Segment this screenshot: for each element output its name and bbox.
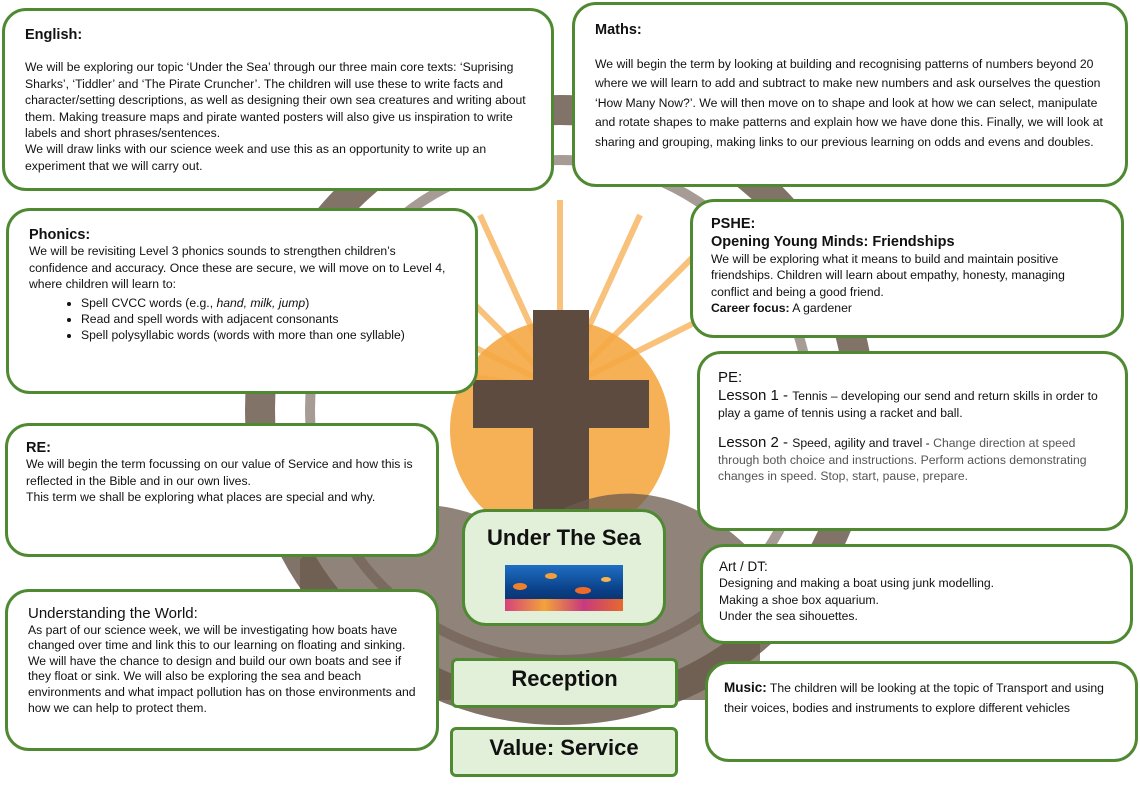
music-heading: Music: (724, 680, 767, 695)
pe-lesson-1: Lesson 1 - Tennis – developing our send … (718, 388, 1107, 421)
pe-lesson-2: Lesson 2 - Speed, agility and travel - C… (718, 435, 1107, 484)
class-label: Reception (511, 666, 618, 691)
pe-heading: PE: (718, 369, 743, 386)
pe-lesson-2-title: Speed, agility and travel - (792, 436, 934, 451)
pshe-panel: PSHE: Opening Young Minds: Friendships W… (690, 199, 1124, 338)
sea-image (505, 565, 623, 611)
art-line-1: Designing and making a boat using junk m… (719, 576, 995, 591)
pshe-career-value: A gardener (789, 301, 852, 316)
phonics-bullet-3: Spell polysyllabic words (words with mor… (81, 328, 405, 343)
pshe-career-label: Career focus: (711, 301, 790, 316)
value-panel: Value: Service (450, 727, 678, 777)
phonics-panel: Phonics: We will be revisiting Level 3 p… (6, 208, 478, 394)
english-heading: English: (25, 27, 83, 43)
utw-panel: Understanding the World: As part of our … (5, 589, 439, 751)
re-text-1: We will begin the term focussing on our … (26, 457, 413, 488)
utw-heading: Understanding the World: (28, 605, 198, 622)
phonics-heading: Phonics: (29, 227, 91, 243)
art-line-2: Making a shoe box aquarium. (719, 592, 879, 607)
music-text: Music: The children will be looking at t… (724, 678, 1119, 718)
english-text-2: We will draw links with our science week… (25, 142, 487, 173)
pshe-career: Career focus: A gardener (711, 300, 1103, 316)
maths-text: We will begin the term by looking at bui… (595, 56, 1103, 149)
value-label: Value: Service (489, 735, 639, 760)
phonics-bullet-1-examples: hand, milk, jump (216, 295, 306, 310)
pshe-heading: PSHE: (711, 216, 756, 232)
pe-lesson-2-text: Change direction at speed through both c… (718, 436, 1087, 484)
art-heading: Art / DT: (719, 559, 768, 574)
music-panel: Music: The children will be looking at t… (705, 661, 1138, 762)
phonics-list: Spell CVCC words (e.g., hand, milk, jump… (29, 295, 455, 344)
phonics-bullet-1-close: ) (305, 295, 310, 310)
pe-panel: PE: Lesson 1 - Tennis – developing our s… (697, 351, 1128, 531)
re-text-2: This term we shall be exploring what pla… (26, 490, 376, 505)
re-panel: RE: We will begin the term focussing on … (5, 423, 439, 557)
art-line-3: Under the sea sihouettes. (719, 609, 858, 624)
pe-lesson-1-text: Tennis – developing our send and return … (718, 389, 1098, 420)
pe-lesson-1-label: Lesson 1 - (718, 387, 793, 405)
utw-text: As part of our science week, we will be … (28, 622, 416, 715)
class-panel: Reception (451, 658, 678, 708)
list-item: Spell polysyllabic words (words with mor… (81, 327, 455, 343)
list-item: Spell CVCC words (e.g., hand, milk, jump… (81, 295, 455, 311)
phonics-bullet-1: Spell CVCC words (e.g., (81, 295, 217, 310)
pshe-text: We will be exploring what it means to bu… (711, 251, 1065, 299)
list-item: Read and spell words with adjacent conso… (81, 311, 455, 327)
english-panel: English: We will be exploring our topic … (2, 8, 554, 191)
pshe-subheading: Opening Young Minds: Friendships (711, 234, 955, 251)
phonics-bullet-2: Read and spell words with adjacent conso… (81, 312, 339, 327)
music-body: The children will be looking at the topi… (724, 681, 1104, 715)
art-panel: Art / DT: Designing and making a boat us… (700, 544, 1133, 644)
pe-lesson-2-label: Lesson 2 - (718, 434, 793, 452)
maths-panel: Maths: We will begin the term by looking… (572, 2, 1128, 187)
topic-panel: Under The Sea (462, 509, 666, 626)
maths-heading: Maths: (595, 22, 642, 38)
phonics-intro: We will be revisiting Level 3 phonics so… (29, 244, 446, 292)
english-text-1: We will be exploring our topic ‘Under th… (25, 60, 526, 141)
re-heading: RE: (26, 440, 51, 456)
topic-title: Under The Sea (486, 525, 642, 550)
